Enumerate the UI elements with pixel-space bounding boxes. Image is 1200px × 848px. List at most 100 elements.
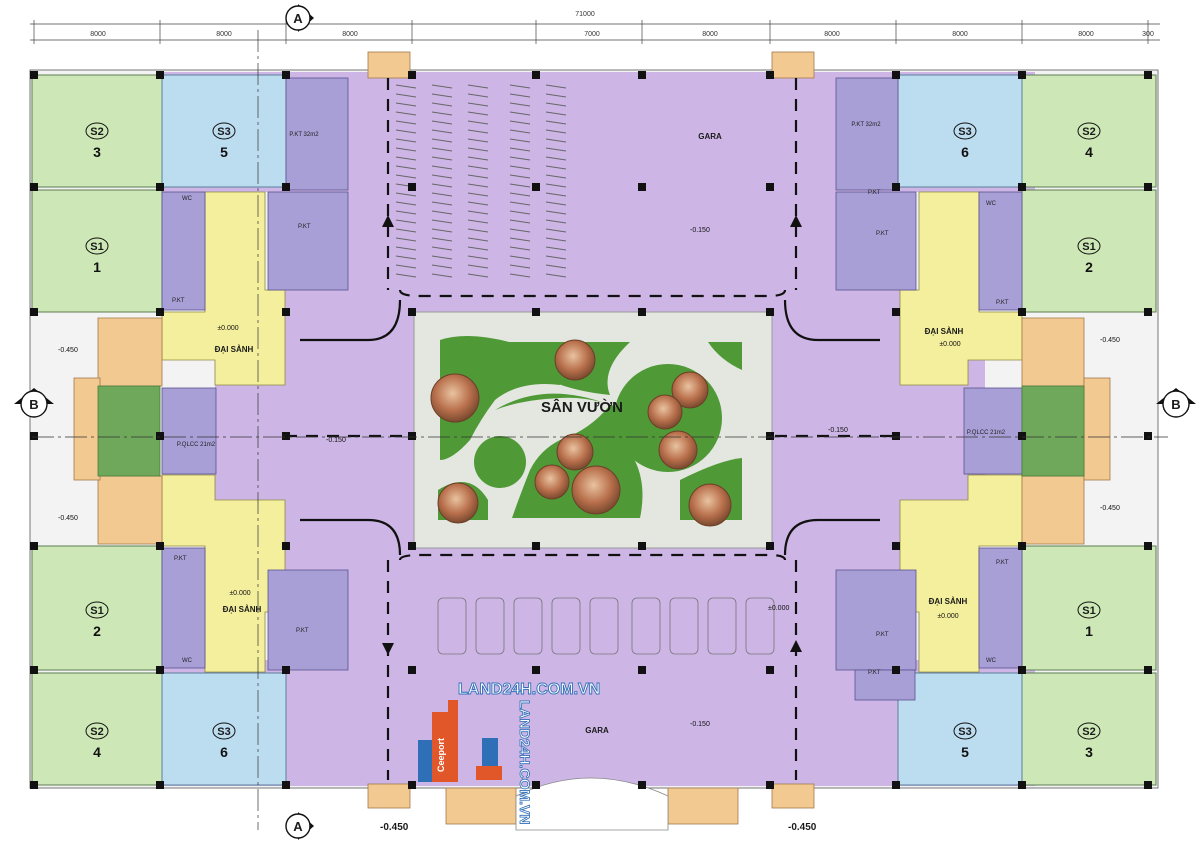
watermark: Ceeport LAND24H.COM.VN LAND24H.COM.VN	[418, 681, 601, 825]
svg-text:P.QLCC 21m2: P.QLCC 21m2	[967, 430, 1006, 436]
dimension-segment: 8000	[952, 31, 968, 38]
unit-label: S1 2	[85, 601, 109, 639]
motorbike-parking	[395, 84, 567, 278]
section-marker-b-left: B	[14, 388, 54, 418]
dimension-segment: 8000	[342, 31, 358, 38]
section-marker-b-right: B	[1156, 388, 1196, 418]
svg-text:P.KT: P.KT	[172, 298, 185, 304]
svg-text:S3: S3	[958, 726, 971, 738]
svg-text:3: 3	[1085, 744, 1093, 760]
garden-label: SÂN VƯỜN	[541, 398, 623, 416]
section-line-a: A A	[257, 4, 314, 840]
room-labels: P.KT 32m2 P.KT 32m2 P.QLCC 21m2 P.QLCC 2…	[172, 122, 1009, 676]
level-bottom-left: -0.450	[380, 822, 409, 833]
svg-text:P.KT: P.KT	[298, 224, 311, 230]
dimension-segment: 8000	[216, 31, 232, 38]
level-garage-bottom: -0.150	[690, 721, 710, 728]
svg-text:ĐẠI SẢNH: ĐẠI SẢNH	[215, 345, 254, 354]
svg-text:S2: S2	[90, 726, 103, 738]
gara-top-label: GARA	[698, 132, 722, 141]
level-garage-top: -0.150	[690, 227, 710, 234]
level-garage-right: -0.150	[828, 427, 848, 434]
svg-text:ĐẠI SẢNH: ĐẠI SẢNH	[925, 327, 964, 336]
unit-label: S2 3	[1077, 722, 1101, 760]
svg-text:P.KT: P.KT	[996, 560, 1009, 566]
svg-text:P.KT: P.KT	[996, 300, 1009, 306]
unit-label: S1 1	[1077, 601, 1101, 639]
svg-text:S1: S1	[1082, 605, 1095, 617]
level-plaza-right-top: -0.450	[1100, 337, 1120, 344]
dimension-segment: 8000	[90, 31, 106, 38]
dimension-segment: 8000	[702, 31, 718, 38]
watermark-brand-vertical: LAND24H.COM.VN	[517, 700, 533, 824]
svg-text:A: A	[293, 819, 303, 834]
unit-label: S3 6	[212, 722, 236, 760]
unit-label: S36	[953, 122, 977, 160]
svg-text:ĐẠI SẢNH: ĐẠI SẢNH	[929, 597, 968, 606]
svg-text:3: 3	[93, 144, 101, 160]
svg-text:S3: S3	[217, 126, 230, 138]
svg-text:S1: S1	[1082, 241, 1095, 253]
svg-text:±0.000: ±0.000	[939, 341, 960, 348]
svg-text:WC: WC	[182, 658, 193, 664]
level-marks: -0.150 -0.150 -0.150 -0.150 -0.450 -0.45…	[58, 227, 1120, 833]
section-marker-a-bottom: A	[285, 812, 314, 840]
svg-text:A: A	[293, 11, 303, 26]
svg-text:Ceeport: Ceeport	[436, 738, 446, 772]
svg-text:±0.000: ±0.000	[217, 325, 238, 332]
svg-text:2: 2	[93, 623, 101, 639]
svg-text:S1: S1	[90, 605, 103, 617]
svg-text:P.KT: P.KT	[296, 628, 309, 634]
svg-text:4: 4	[1085, 144, 1093, 160]
svg-text:ĐẠI SẢNH: ĐẠI SẢNH	[223, 605, 262, 614]
svg-text:S1: S1	[90, 241, 103, 253]
garden: SÂN VƯỜN	[413, 311, 773, 549]
lane-arrows	[382, 215, 802, 655]
unit-label: S3 5	[212, 122, 236, 160]
dimension-segment: 8000	[1078, 31, 1094, 38]
watermark-brand-horizontal: LAND24H.COM.VN	[458, 681, 600, 698]
svg-text:WC: WC	[986, 658, 997, 664]
lobby-labels: ±0.000 ĐẠI SẢNH ±0.000 ĐẠI SẢNH ĐẠI SẢNH…	[215, 325, 968, 620]
svg-text:P.KT 32m2: P.KT 32m2	[851, 122, 881, 128]
svg-text:5: 5	[961, 744, 969, 760]
drive-lanes	[285, 78, 900, 780]
unit-label: S2 4	[85, 722, 109, 760]
svg-text:P.QLCC 21m2: P.QLCC 21m2	[177, 442, 216, 448]
right-wing	[835, 74, 1157, 786]
svg-text:±0.000: ±0.000	[937, 613, 958, 620]
svg-text:2: 2	[1085, 259, 1093, 275]
svg-text:B: B	[1171, 397, 1180, 412]
ceeport-logo: Ceeport	[418, 700, 502, 782]
garden-trees	[430, 339, 732, 527]
svg-text:S2: S2	[1082, 726, 1095, 738]
svg-text:P.KT: P.KT	[868, 190, 881, 196]
svg-text:±0.000: ±0.000	[229, 590, 250, 597]
level-parking-right: ±0.000	[768, 605, 789, 612]
level-bottom-right: -0.450	[788, 822, 817, 833]
svg-text:1: 1	[1085, 623, 1093, 639]
lane-curves	[300, 299, 880, 556]
structural-columns	[30, 71, 1152, 789]
level-garage-left: -0.150	[326, 437, 346, 444]
svg-text:S3: S3	[217, 726, 230, 738]
unit-label: S3 5	[953, 722, 977, 760]
svg-text:P.KT 32m2: P.KT 32m2	[289, 132, 319, 138]
svg-text:4: 4	[93, 744, 101, 760]
section-line-b: B B	[14, 388, 1196, 438]
parking-stalls	[437, 597, 775, 655]
svg-text:P.KT: P.KT	[876, 632, 889, 638]
svg-text:B: B	[29, 397, 38, 412]
dimension-segment: 8000	[824, 31, 840, 38]
entrances	[367, 51, 815, 831]
svg-text:6: 6	[220, 744, 228, 760]
svg-text:S2: S2	[1082, 126, 1095, 138]
unit-label: S2 4	[1077, 122, 1101, 160]
unit-label: S23	[85, 122, 109, 160]
svg-text:5: 5	[220, 144, 228, 160]
svg-text:P.KT: P.KT	[876, 231, 889, 237]
